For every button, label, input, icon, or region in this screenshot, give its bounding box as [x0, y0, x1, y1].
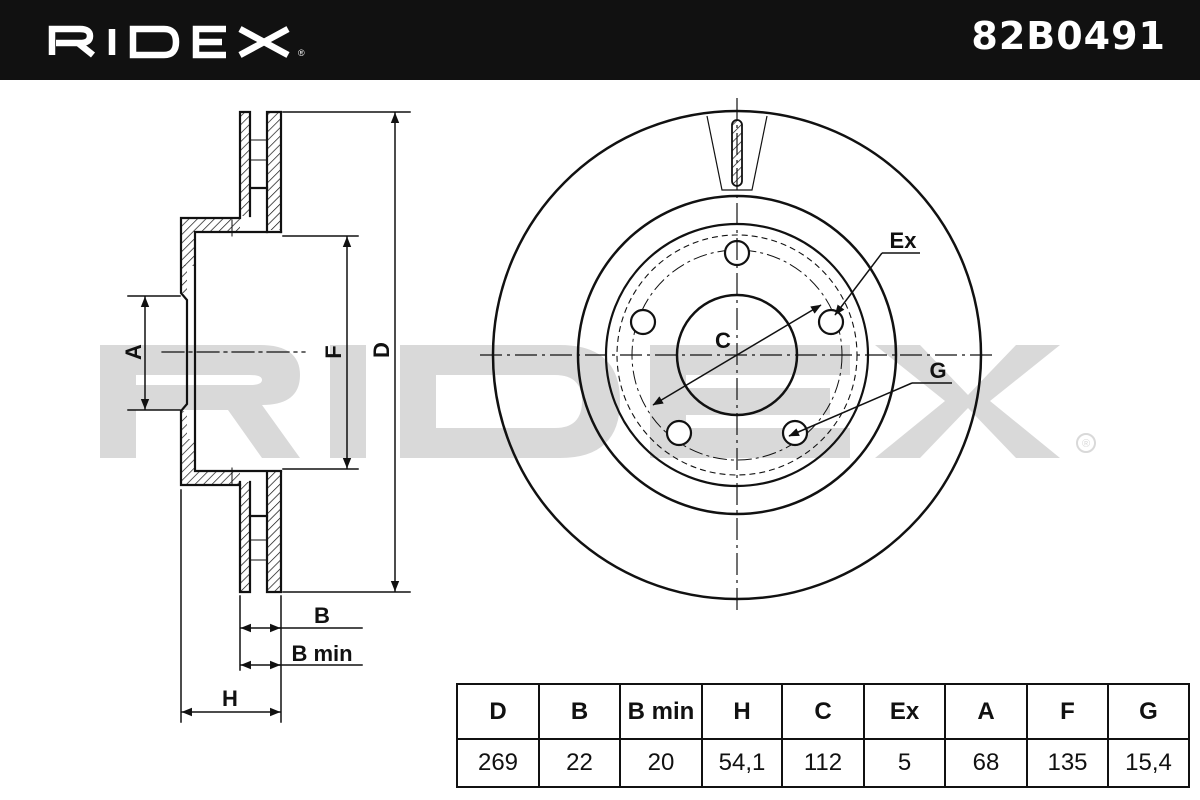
- spec-value-b: 22: [538, 738, 621, 788]
- spec-header-b: B: [538, 683, 621, 740]
- dimension-label-g: G: [929, 358, 946, 383]
- part-number: 82B0491: [971, 14, 1166, 58]
- spec-header-f: F: [1026, 683, 1109, 740]
- ridex-logo: ®: [48, 25, 305, 59]
- spec-value-b-min: 20: [619, 738, 703, 788]
- spec-header-a: A: [944, 683, 1028, 740]
- header-bar: ® 82B0491: [0, 0, 1200, 80]
- dimension-label-d: D: [369, 342, 394, 358]
- spec-header-b-min: B min: [619, 683, 703, 740]
- dimension-label-b: B: [314, 603, 330, 628]
- dimension-label-c: C: [715, 328, 731, 353]
- registered-mark: ®: [298, 48, 305, 58]
- spec-value-d: 269: [456, 738, 540, 788]
- disc-side-view: [127, 110, 411, 723]
- technical-drawing: ®: [100, 98, 1096, 723]
- spec-header-row: D B B min H C Ex A F G: [456, 683, 1190, 740]
- spec-value-f: 135: [1026, 738, 1109, 788]
- spec-value-a: 68: [944, 738, 1028, 788]
- spec-value-c: 112: [781, 738, 865, 788]
- spec-value-g: 15,4: [1107, 738, 1190, 788]
- watermark-registered-mark: ®: [1082, 438, 1090, 450]
- spec-header-h: H: [701, 683, 783, 740]
- spec-header-ex: Ex: [863, 683, 946, 740]
- dimension-label-b-min: B min: [291, 641, 352, 666]
- spec-header-d: D: [456, 683, 540, 740]
- spec-value-row: 269 22 20 54,1 112 5 68 135 15,4: [456, 738, 1190, 788]
- spec-header-c: C: [781, 683, 865, 740]
- specification-table: D B B min H C Ex A F G 269 22 20 54,1 11…: [456, 683, 1190, 788]
- dimension-label-h: H: [222, 686, 238, 711]
- disc-front-view: [480, 98, 995, 612]
- spec-value-h: 54,1: [701, 738, 783, 788]
- dimension-label-ex: Ex: [890, 228, 918, 253]
- dimension-label-f: F: [321, 345, 346, 358]
- dimension-label-a: A: [121, 344, 146, 360]
- spec-value-ex: 5: [863, 738, 946, 788]
- spec-header-g: G: [1107, 683, 1190, 740]
